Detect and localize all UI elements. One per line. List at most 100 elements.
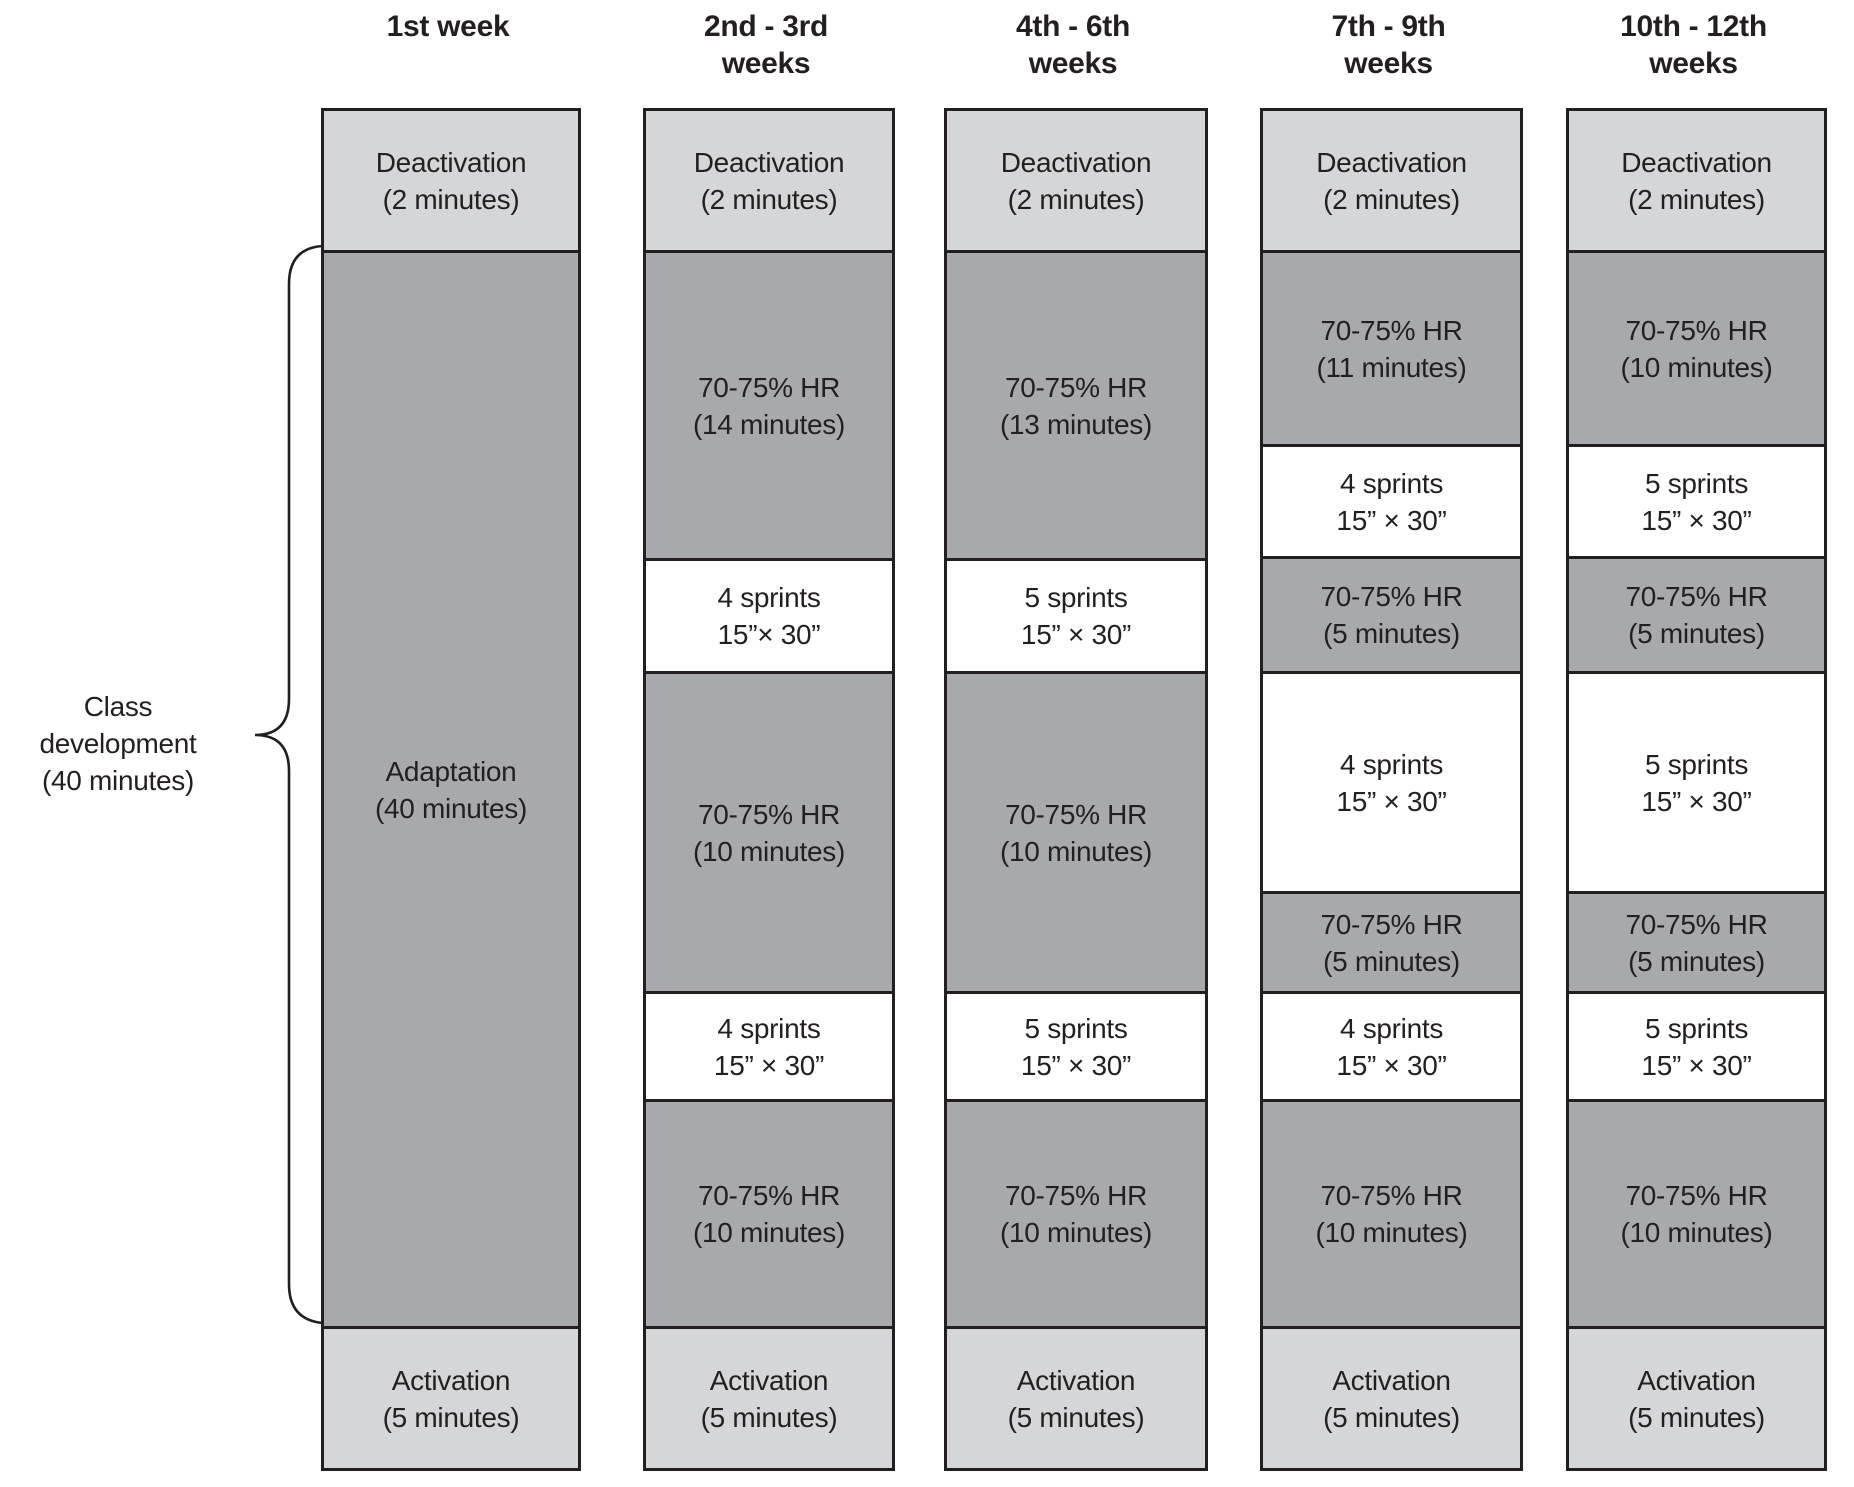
phase-label-line: (2 minutes) [1323,183,1460,215]
phase-block-hr: 70-75% HR (10 minutes) [947,671,1205,991]
week-column: Deactivation(2 minutes) 70-75% HR (10 minu… [1566,108,1827,1471]
phase-block-sprint: 5 sprints 15” × 30” [947,558,1205,671]
phase-label-line: 70-75% HR [1320,908,1463,940]
phase-label-line: 15” × 30” [1641,785,1752,817]
phase-label-line: 70-75% HR [1625,314,1768,346]
phase-label-line: (10 minutes) [1620,351,1773,383]
phase-label-line: (13 minutes) [999,408,1152,440]
column-header: 1st week [321,8,575,45]
week-column: Deactivation (2 minutes) Adaptation (40 min… [321,108,581,1471]
week-column: Deactivation (2 minutes) 70-75% HR (13 minu… [944,108,1208,1471]
column-header-line: 7th - 9th [1331,10,1446,43]
phase-label-line: 15” × 30” [1020,619,1132,650]
phase-block-activation: Activation(5 minutes) [646,1326,892,1468]
phase-label-line: 70-75% HR [1320,581,1463,612]
phase-label-line: 5 sprints [1644,748,1749,780]
phase-label-line: 15” × 30” [1336,1049,1447,1081]
phase-block-hr: 70-75% HR (5 minutes) [1263,891,1520,991]
phase-label-line: Deactivation [375,146,527,178]
phase-block-sprint: 4 sprints 15” × 30” [646,991,892,1099]
class-development-label-line: Class [83,691,153,722]
phase-label-line: 5 sprints [1644,467,1749,499]
phase-label-line: 4 sprints [717,1012,821,1044]
column-header-line: weeks [1344,47,1433,80]
column-header-line: 10th - 12th [1620,10,1767,43]
column-header: 2nd - 3rd weeks [643,8,889,82]
phase-block-sprint: 5 sprints 15” × 30” [1569,671,1824,891]
phase-block-activation: Activation(5 minutes) [1569,1326,1824,1468]
phase-label-line: 15” × 30” [1020,1049,1132,1081]
phase-block-deactivation: Deactivation (2 minutes) [947,111,1205,250]
phase-block-activation: Activation(5 minutes) [324,1326,578,1468]
phase-label-line: 70-75% HR [1320,1180,1463,1211]
phase-label-line: 70-75% HR [697,1180,841,1211]
column-header-line: 1st week [386,10,510,43]
phase-label-line: 70-75% HR [697,798,841,830]
phase-block-deactivation: Deactivation(2 minutes) [1569,111,1824,250]
column-header: 7th - 9th weeks [1260,8,1517,82]
column-header-line: 2nd - 3rd [704,10,828,43]
column-header-line: 4th - 6th [1016,10,1130,43]
curly-brace-icon [254,244,325,1325]
phase-block-hr: 70-75% HR (10 minutes) [1569,1099,1824,1326]
phase-block-sprint: 5 sprints 15” × 30” [947,991,1205,1099]
phase-label-line: 70-75% HR [1625,581,1768,612]
week-column: Deactivation(2 minutes)70-75% HR(14 minu… [643,108,895,1471]
phase-label-line: 4 sprints [1339,748,1444,780]
phase-label-line: 15” × 30” [1641,504,1752,536]
column-header: 10th - 12th weeks [1566,8,1821,82]
phase-label-line: 15” × 30” [1336,785,1447,817]
phase-label-line: (2 minutes) [382,183,520,215]
phase-label-line: 4 sprints [1339,467,1444,499]
phase-block-hr: 70-75% HR(10 minutes) [947,1099,1205,1326]
phase-block-hr: 70-75% HR(5 minutes) [1569,556,1824,671]
phase-label-line: (11 minutes) [1316,351,1467,383]
phase-label-line: (5 minutes) [1628,945,1765,977]
phase-label-line: 70-75% HR [1320,314,1463,346]
phase-label-line: (2 minutes) [700,183,838,215]
phase-block-hr: 70-75% HR(10 minutes) [1263,1099,1520,1326]
column-header-line: weeks [1649,47,1738,80]
phase-block-hr: 70-75% HR(14 minutes) [646,250,892,558]
phase-block-adaptation: Adaptation (40 minutes) [324,250,578,1326]
phase-block-deactivation: Deactivation (2 minutes) [646,111,892,250]
phase-label-line: 70-75% HR [1625,1180,1768,1211]
column-header-line: weeks [1028,47,1118,80]
phase-label-line: (2 minutes) [1007,183,1145,215]
phase-label-line: (5 minutes) [1323,1401,1460,1433]
phase-label-line: (40 minutes) [374,792,527,824]
phase-label-line: Activation [1016,1364,1136,1396]
phase-label-line: Activation [391,1364,511,1396]
phase-label-line: (5 minutes) [1323,618,1460,649]
phase-block-deactivation: Deactivation (2 minutes) [324,111,578,250]
phase-label-line: 5 sprints [1024,1012,1128,1044]
phase-label-line: (10 minutes) [999,835,1152,867]
column-header-line: weeks [721,47,811,80]
phase-block-hr: 70-75% HR (10 minutes) [1569,250,1824,444]
phase-label-line: Adaptation [385,755,517,787]
phase-label-line: 5 sprints [1024,582,1128,613]
phase-block-sprint: 4 sprints 15” × 30” [1263,671,1520,891]
phase-label-line: (10 minutes) [999,1217,1152,1248]
class-development-label: Class development (40 minutes) [20,688,216,799]
phase-block-hr: 70-75% HR(10 minutes) [646,671,892,991]
phase-label-line: 5 sprints [1644,1012,1749,1044]
phase-label-line: (5 minutes) [1323,945,1460,977]
phase-block-deactivation: Deactivation(2 minutes) [1263,111,1520,250]
phase-label-line: Activation [709,1364,829,1396]
phase-label-line: 15” × 30” [713,1049,825,1081]
phase-block-hr: 70-75% HR (11 minutes) [1263,250,1520,444]
phase-label-line: Deactivation [1000,146,1152,178]
phase-label-line: Deactivation [693,146,845,178]
phase-label-line: (14 minutes) [692,408,845,440]
phase-label-line: 70-75% HR [1004,798,1148,830]
week-column: Deactivation(2 minutes) 70-75% HR (11 minu… [1260,108,1523,1471]
phase-block-activation: Activation (5 minutes) [1263,1326,1520,1468]
phase-label-line: Activation [1332,1364,1451,1396]
phase-label-line: 15”× 30” [717,619,821,650]
phase-label-line: (10 minutes) [1620,1217,1773,1248]
